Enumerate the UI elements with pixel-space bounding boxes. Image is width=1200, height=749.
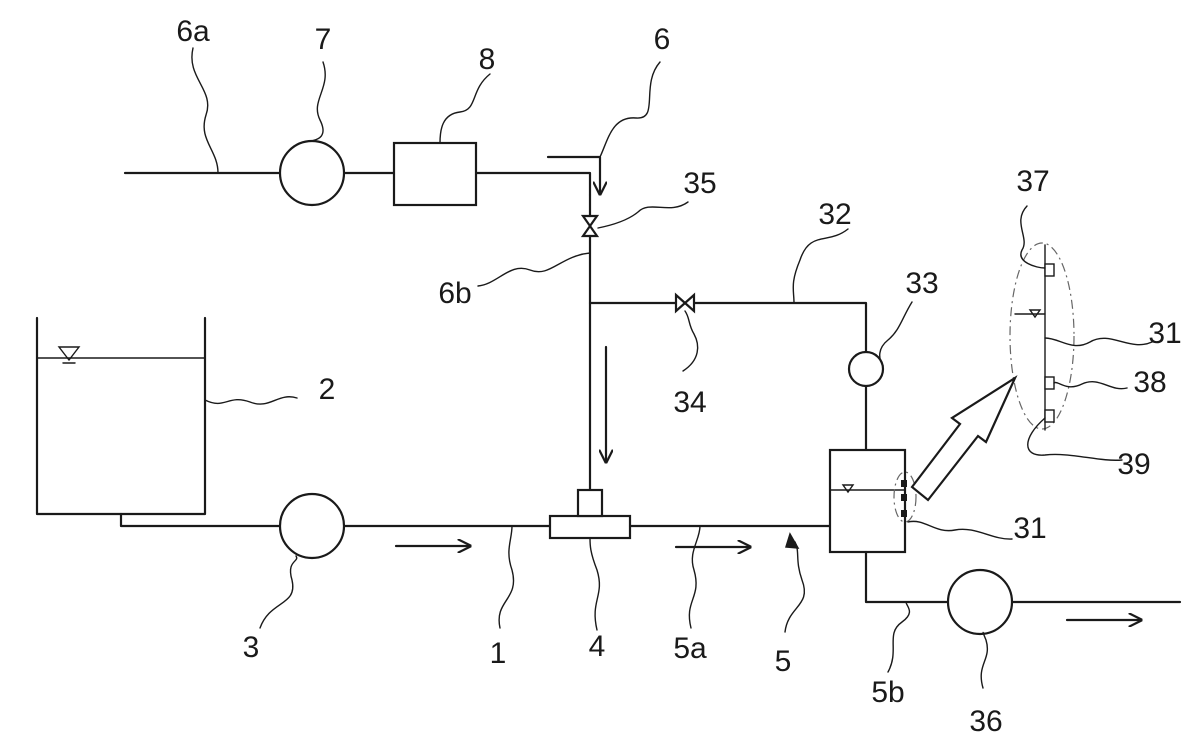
label-6: 6 [654,23,671,56]
label-3: 3 [243,631,260,664]
sensor-33 [849,352,883,386]
outlet-line-5b [866,552,1180,602]
label-8: 8 [479,43,496,76]
supply-line-6a [125,173,590,195]
label-37: 37 [1016,165,1049,198]
label-7: 7 [315,23,332,56]
detail-view-31 [1010,243,1074,430]
label-5: 5 [775,645,792,678]
label-4: 4 [589,630,606,663]
unit-8 [394,143,476,205]
labels: 6a 7 8 6 35 32 6b 33 2 34 37 31 38 39 31… [176,15,1181,738]
label-33: 33 [905,267,938,300]
label-1: 1 [490,637,507,670]
label-31: 31 [1013,512,1046,545]
mixer-4 [550,490,630,538]
flow-arrows [396,157,1141,620]
chamber-31 [830,450,916,552]
label-38: 38 [1133,366,1166,399]
label-35: 35 [683,167,716,200]
pump-36 [948,570,1012,634]
label-39: 39 [1117,448,1150,481]
tank-2 [37,318,205,514]
label-6b: 6b [438,277,471,310]
label-36: 36 [969,705,1002,738]
label-32: 32 [818,198,851,231]
pump-3 [280,494,344,558]
enlarge-arrow [912,378,1015,500]
label-34: 34 [673,386,706,419]
label-31-detail: 31 [1148,317,1181,350]
label-2: 2 [319,373,336,406]
branch-line-32 [590,303,866,450]
label-5a: 5a [673,632,707,665]
pump-7 [280,141,344,205]
valve-35 [583,216,597,236]
label-6a: 6a [176,15,210,48]
label-5b: 5b [871,676,904,709]
valve-34 [676,295,694,311]
